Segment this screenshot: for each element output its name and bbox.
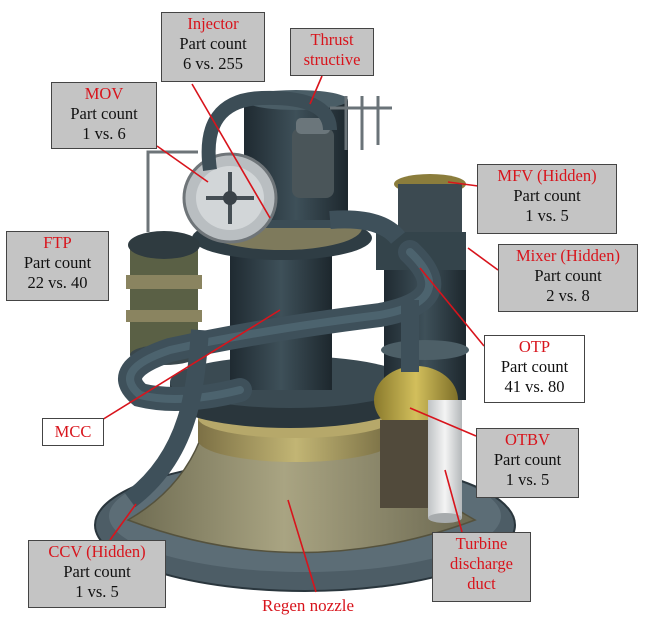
leader-otbv <box>409 407 477 437</box>
leader-mfv <box>447 181 479 187</box>
leader-mixer <box>467 247 499 271</box>
mfv-label: MFV (Hidden) <box>497 166 597 185</box>
callout-mov: MOV Part count 1 vs. 6 <box>51 82 157 149</box>
leader-ccv <box>109 503 137 541</box>
mfv-part-count-label: Part count <box>513 186 581 205</box>
leader-regen <box>287 499 317 593</box>
mcc-label: MCC <box>54 422 92 441</box>
ccv-part-count-label: Part count <box>63 562 131 581</box>
callout-ccv: CCV (Hidden) Part count 1 vs. 5 <box>28 540 166 608</box>
mov-part-count-label: Part count <box>70 104 138 123</box>
leader-mcc <box>96 309 281 424</box>
regen-nozzle-label: Regen nozzle <box>262 596 355 615</box>
otbv-part-count-value: 1 vs. 5 <box>505 470 550 489</box>
otp-label: OTP <box>518 337 551 356</box>
callout-injector: Injector Part count 6 vs. 255 <box>161 12 265 82</box>
callout-otp: OTP Part count 41 vs. 80 <box>484 335 585 403</box>
otp-part-count-value: 41 vs. 80 <box>504 377 565 396</box>
mfv-part-count-value: 1 vs. 5 <box>525 206 569 225</box>
leader-mov <box>156 145 209 183</box>
leader-turbine <box>444 469 463 533</box>
mov-part-count-value: 1 vs. 6 <box>82 124 126 143</box>
callout-mixer: Mixer (Hidden) Part count 2 vs. 8 <box>498 244 638 312</box>
turbine-label-line1: Turbine <box>455 534 508 553</box>
thrust-label-line2: structive <box>303 50 361 69</box>
mov-label: MOV <box>84 84 124 103</box>
turbine-label-line3: duct <box>467 574 496 593</box>
thrust-label-line1: Thrust <box>310 30 354 49</box>
injector-label: Injector <box>187 14 239 33</box>
otp-part-count-label: Part count <box>500 357 569 376</box>
otbv-label: OTBV <box>505 430 550 449</box>
injector-part-count-label: Part count <box>179 34 247 53</box>
ftp-part-count-label: Part count <box>23 253 92 272</box>
callout-mfv: MFV (Hidden) Part count 1 vs. 5 <box>477 164 617 234</box>
callout-ftp: FTP Part count 22 vs. 40 <box>6 231 109 301</box>
mixer-part-count-value: 2 vs. 8 <box>546 286 590 305</box>
callout-mcc: MCC <box>42 418 104 446</box>
ftp-part-count-value: 22 vs. 40 <box>27 273 88 292</box>
leader-injector <box>191 83 271 219</box>
mixer-label: Mixer (Hidden) <box>515 246 620 265</box>
otbv-part-count-label: Part count <box>493 450 562 469</box>
injector-part-count-value: 6 vs. 255 <box>182 54 244 73</box>
mixer-part-count-label: Part count <box>534 266 602 285</box>
ccv-part-count-value: 1 vs. 5 <box>75 582 119 601</box>
ccv-label: CCV (Hidden) <box>48 542 146 561</box>
callout-turbine-discharge-duct: Turbine discharge duct <box>432 532 531 602</box>
callout-thrust-structure: Thrust structive <box>290 28 374 76</box>
callout-otbv: OTBV Part count 1 vs. 5 <box>476 428 579 498</box>
ftp-label: FTP <box>43 233 72 252</box>
leader-thrust <box>309 75 323 105</box>
leader-otp <box>419 267 485 347</box>
turbine-label-line2: discharge <box>450 554 513 573</box>
